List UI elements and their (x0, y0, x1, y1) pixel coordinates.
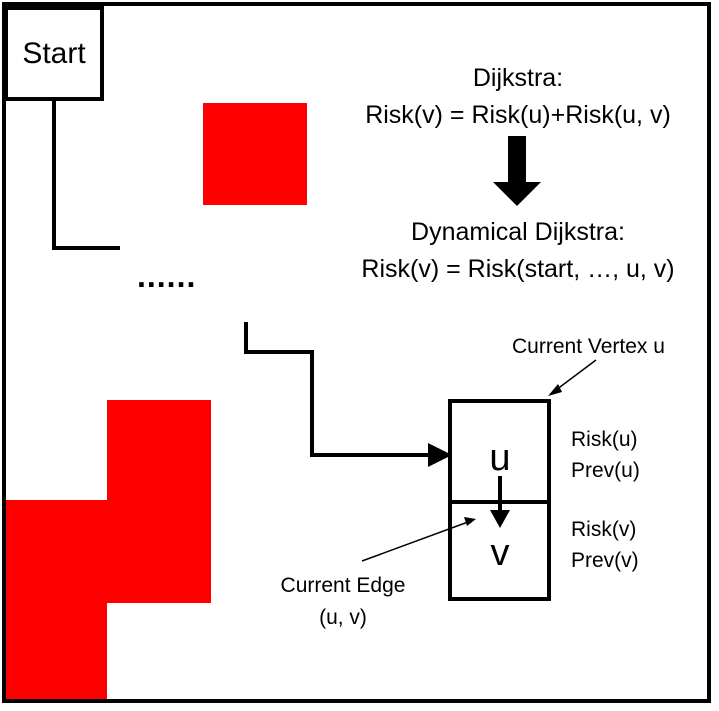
edge-arrow-icon (490, 510, 510, 528)
down-arrow-icon (493, 136, 541, 206)
path-segment-to-u (244, 322, 430, 457)
node-u-prev: Prev(u) (571, 459, 640, 482)
path-ellipsis: ...... (137, 258, 197, 294)
node-u-risk: Risk(u) (571, 428, 638, 451)
dynamical-dijkstra-formula: Risk(v) = Risk(start, …, u, v) (361, 255, 675, 283)
pointer-arrow-icon (548, 384, 562, 396)
map-border (2, 2, 711, 703)
node-v-risk: Risk(v) (571, 518, 637, 541)
dijkstra-formula: Risk(v) = Risk(u)+Risk(u, v) (365, 101, 671, 129)
dijkstra-title: Dijkstra: (472, 64, 564, 92)
node-u-letter: u (489, 437, 511, 479)
path-segment-start (52, 100, 120, 250)
edge-pointer-arrow-icon (464, 517, 476, 526)
obstacle-block-upper (107, 400, 211, 603)
dynamical-dijkstra-title: Dynamical Dijkstra: (411, 218, 625, 246)
current-edge-tuple: (u, v) (319, 606, 367, 629)
node-v-letter: v (490, 532, 510, 574)
obstacle-square-top (203, 103, 307, 205)
node-v-prev: Prev(v) (571, 549, 639, 572)
start-node: Start (4, 6, 104, 101)
arrow-right-icon (428, 443, 452, 467)
current-vertex-label: Current Vertex u (512, 335, 665, 358)
obstacle-block-lower (6, 500, 107, 699)
current-edge-label: Current Edge (280, 574, 406, 597)
